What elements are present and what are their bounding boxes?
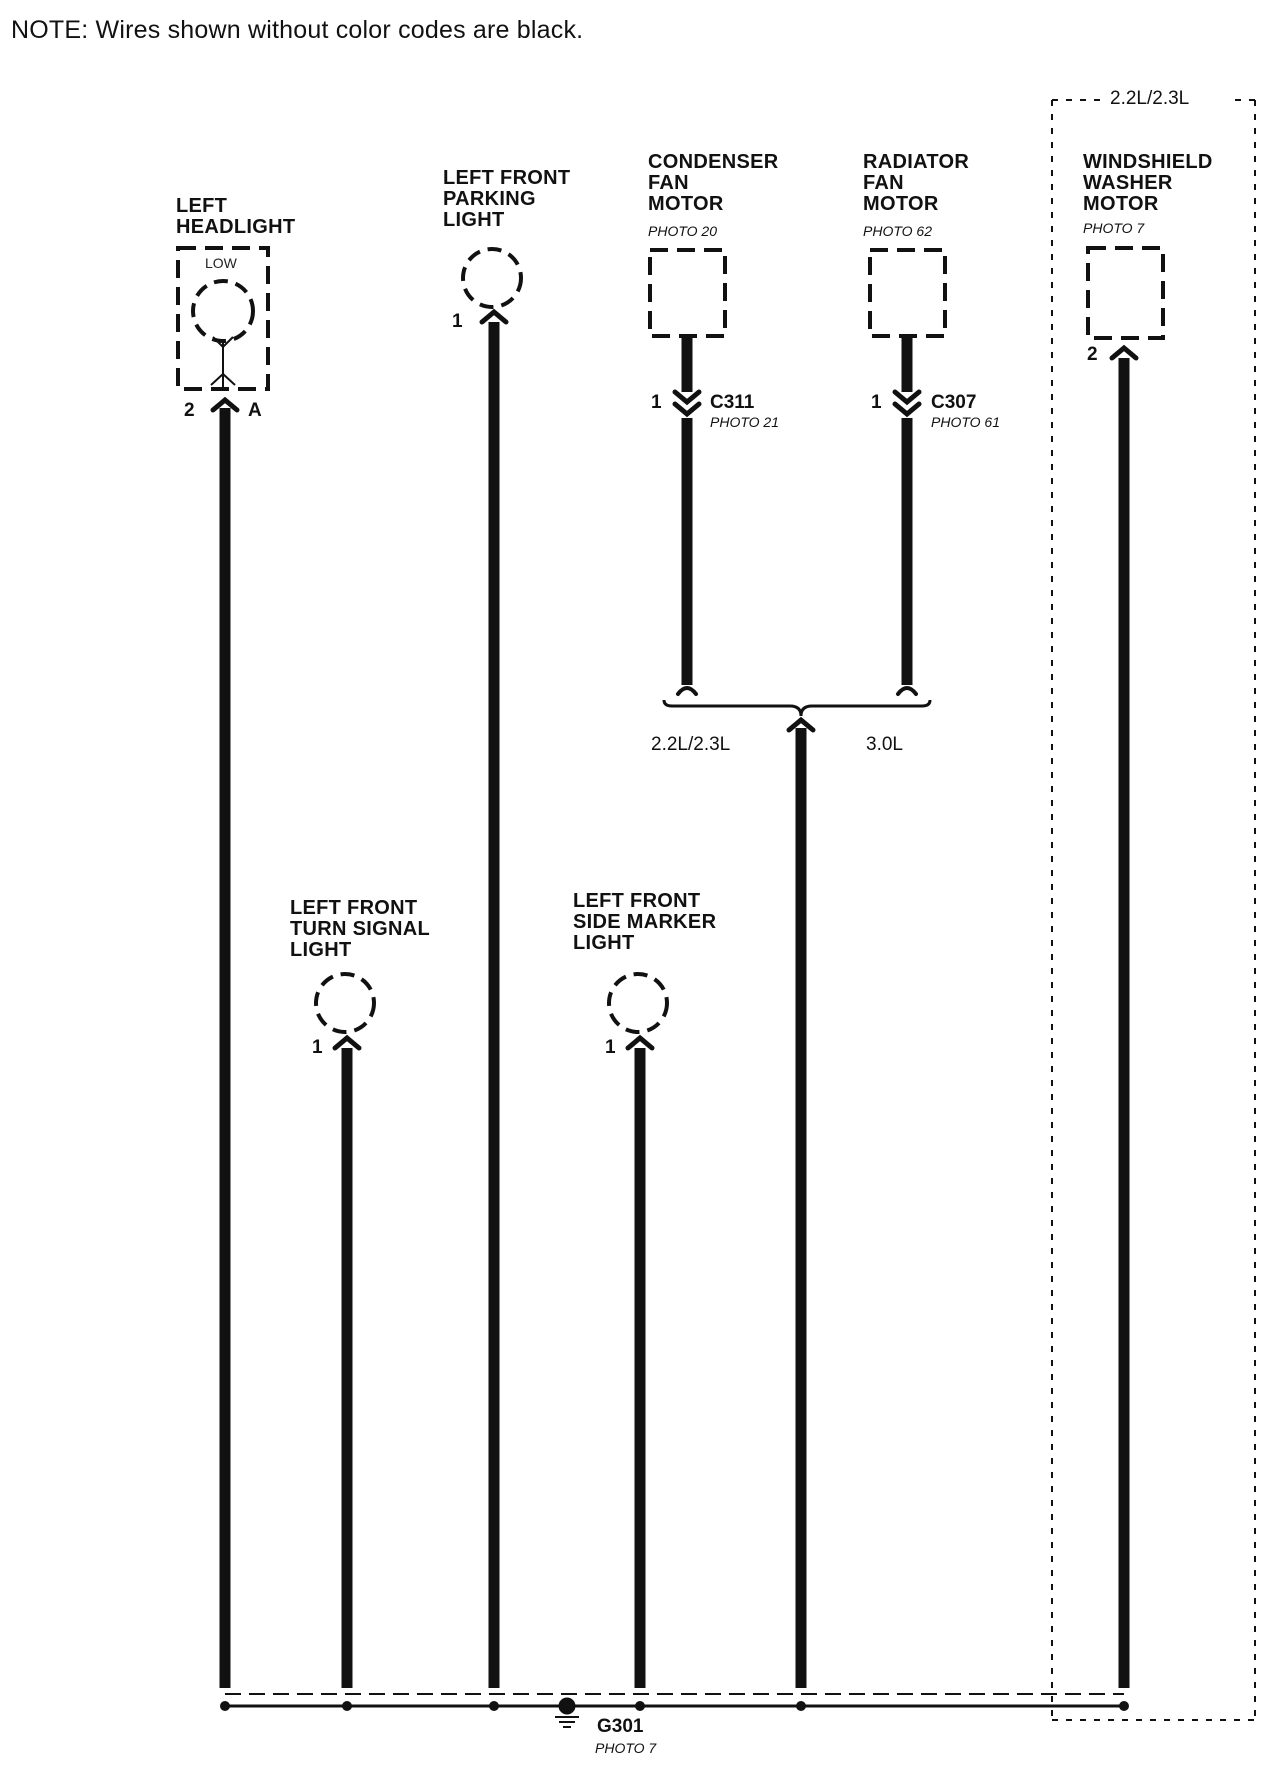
connector-c311: C311 <box>710 392 755 413</box>
turn-signal-pin: 1 <box>312 1037 323 1058</box>
left-headlight-symbol <box>176 246 270 391</box>
label-line: RADIATOR <box>863 151 970 173</box>
condenser-fan-photo: PHOTO 20 <box>648 223 717 239</box>
radiator-fan-box <box>868 248 947 338</box>
headlight-low-label: LOW <box>205 255 237 271</box>
label-line: FAN <box>648 172 689 194</box>
terminal-marks <box>210 308 1139 1051</box>
engine-option-left: 2.2L/2.3L <box>651 734 731 755</box>
label-line: LIGHT <box>290 939 352 961</box>
condenser-fan-box <box>648 248 727 338</box>
side-marker-label: LEFT FRONT SIDE MARKER LIGHT <box>573 891 716 954</box>
label-line: WASHER <box>1083 172 1173 194</box>
washer-motor-box <box>1086 246 1165 340</box>
radiator-fan-label: RADIATOR FAN MOTOR <box>863 152 969 215</box>
engine-option-brace <box>662 699 932 717</box>
label-line: SIDE MARKER <box>573 911 717 933</box>
label-line: LEFT FRONT <box>443 167 571 189</box>
label-line: LEFT FRONT <box>290 897 418 919</box>
left-headlight-label: LEFT HEADLIGHT <box>176 196 295 238</box>
radiator-fan-photo: PHOTO 62 <box>863 223 932 239</box>
label-line: LEFT FRONT <box>573 890 701 912</box>
label-line: LIGHT <box>443 209 505 231</box>
label-line: HEADLIGHT <box>176 216 296 238</box>
condenser-fan-label: CONDENSER FAN MOTOR <box>648 152 779 215</box>
label-line: MOTOR <box>648 193 724 215</box>
washer-motor-photo: PHOTO 7 <box>1083 220 1145 236</box>
parking-light-label: LEFT FRONT PARKING LIGHT <box>443 168 570 231</box>
wire-end-hooks <box>676 686 918 696</box>
label-line: CONDENSER <box>648 151 779 173</box>
turn-signal-bulb <box>314 972 376 1034</box>
label-line: TURN SIGNAL <box>290 918 430 940</box>
engine-option-right: 3.0L <box>866 734 903 755</box>
label-line: MOTOR <box>863 193 939 215</box>
diagram-note: NOTE: Wires shown without color codes ar… <box>11 16 584 44</box>
washer-motor-pin: 2 <box>1087 344 1098 365</box>
washer-motor-label: WINDSHIELD WASHER MOTOR <box>1083 152 1213 215</box>
ground-photo: PHOTO 7 <box>595 1740 657 1756</box>
wires <box>219 322 1130 1688</box>
ground-nodes <box>220 1701 1129 1711</box>
inline-connectors <box>672 389 922 418</box>
condenser-fan-pin: 1 <box>651 392 662 413</box>
side-marker-bulb <box>607 972 669 1034</box>
ground-id: G301 <box>597 1716 644 1737</box>
connector-c307-photo: PHOTO 61 <box>931 414 1000 430</box>
label-line: PARKING <box>443 188 536 210</box>
ground-symbol <box>555 1697 579 1728</box>
connector-c307: C307 <box>931 392 977 413</box>
ground-bus <box>225 1693 1124 1708</box>
radiator-fan-pin: 1 <box>871 392 882 413</box>
headlight-pin: 2 <box>184 400 195 421</box>
label-line: WINDSHIELD <box>1083 151 1213 173</box>
headlight-terminal: A <box>248 400 262 421</box>
parking-light-pin: 1 <box>452 311 463 332</box>
turn-signal-label: LEFT FRONT TURN SIGNAL LIGHT <box>290 898 430 961</box>
label-line: FAN <box>863 172 904 194</box>
option-box-label: 2.2L/2.3L <box>1110 88 1190 109</box>
side-marker-pin: 1 <box>605 1037 616 1058</box>
connector-c311-photo: PHOTO 21 <box>710 414 779 430</box>
option-box <box>1051 99 1256 1721</box>
parking-light-bulb <box>461 247 523 309</box>
label-line: LIGHT <box>573 932 635 954</box>
label-line: MOTOR <box>1083 193 1159 215</box>
label-line: LEFT <box>176 195 228 217</box>
